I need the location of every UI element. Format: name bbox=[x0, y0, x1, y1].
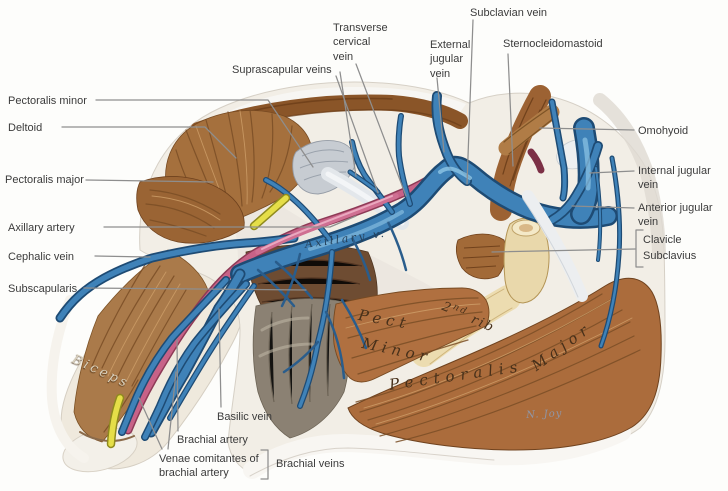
biceps-muscle bbox=[73, 249, 209, 443]
brachial-veins-bracket bbox=[260, 449, 269, 480]
label-brachial-veins: Brachial veins bbox=[276, 458, 345, 470]
subclavius-muscle bbox=[455, 233, 507, 280]
label-pectoralis-minor: Pectoralis minor bbox=[8, 95, 87, 107]
label-suprascapular-veins: Suprascapular veins bbox=[232, 64, 332, 76]
vessels-group bbox=[60, 96, 620, 444]
label-omohyoid: Omohyoid bbox=[638, 125, 689, 137]
serratus-area bbox=[252, 298, 351, 439]
label-anterior-jugular-vein: Anterior jugular vein bbox=[638, 202, 713, 229]
label-internal-jugular-vein: Internal jugular vein bbox=[638, 165, 711, 192]
label-transverse-cervical-vein: Transverse cervical vein bbox=[333, 22, 388, 63]
label-brachial-artery: Brachial artery bbox=[177, 434, 248, 446]
pectoralis-minor-muscle bbox=[332, 287, 490, 383]
label-cephalic-vein: Cephalic vein bbox=[8, 251, 75, 263]
label-pectoralis-major: Pectoralis major bbox=[5, 174, 84, 186]
label-axillary-artery: Axillary artery bbox=[8, 222, 75, 234]
label-clavicle: Clavicle bbox=[643, 234, 682, 246]
clavicle-bracket bbox=[635, 229, 644, 268]
leader-lines bbox=[61, 19, 644, 480]
arterial-stub bbox=[527, 148, 545, 174]
label-subclavian-vein: Subclavian vein bbox=[470, 7, 548, 19]
label-deltoid: Deltoid bbox=[8, 122, 43, 134]
label-external-jugular-vein: External jugular vein bbox=[430, 39, 471, 80]
clavicle-bone bbox=[503, 217, 550, 304]
clavipectoral-fascia-band bbox=[522, 190, 588, 302]
artist-signature: N. Joy bbox=[526, 408, 563, 421]
pectoralis-major-flap bbox=[347, 277, 662, 451]
label-basilic-vein: Basilic vein bbox=[217, 411, 273, 423]
label-venae-comitantes: Venae comitantes of brachial artery bbox=[159, 453, 259, 480]
vein-tributaries bbox=[256, 220, 408, 380]
label-subclavius: Subclavius bbox=[643, 250, 697, 262]
label-sternocleidomastoid: Sternocleidomastoid bbox=[503, 38, 603, 50]
label-subscapularis: Subscapularis bbox=[8, 283, 78, 295]
